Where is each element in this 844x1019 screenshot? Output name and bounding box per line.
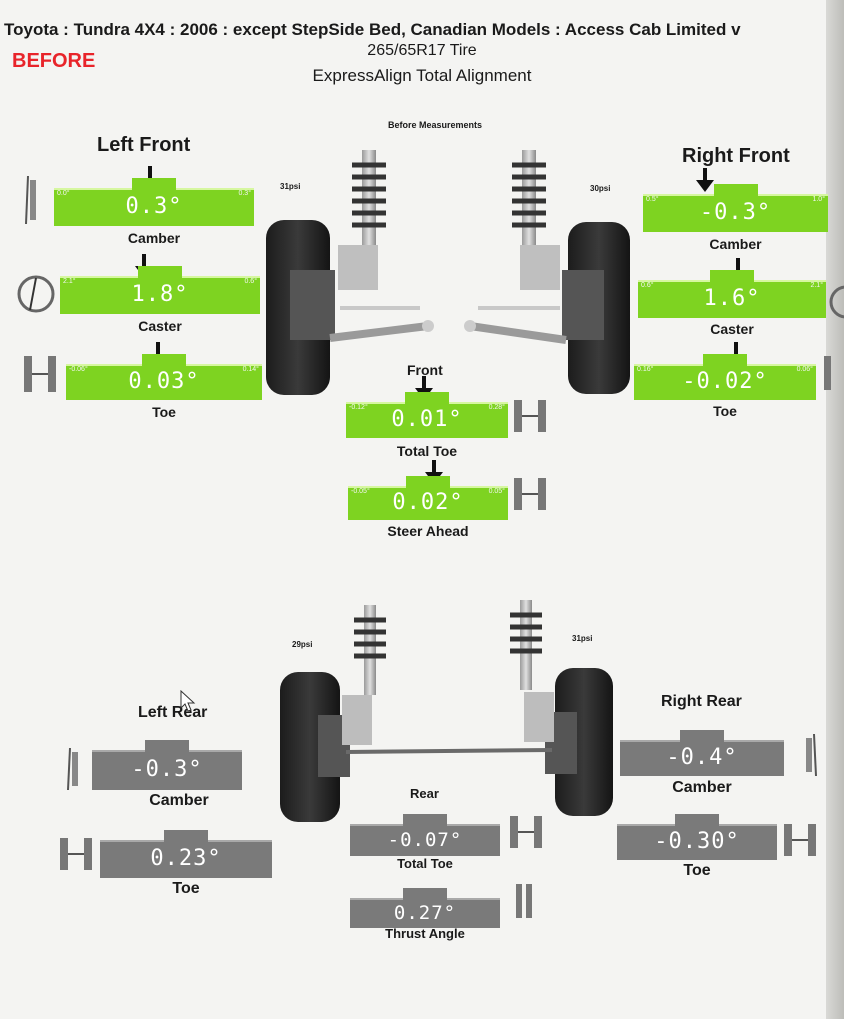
caster-icon [829,285,844,319]
mouse-cursor-icon [180,690,196,712]
right-rear-toe-label: Toe [683,862,711,879]
wheel-icon [266,220,335,395]
monitor-bezel [826,0,844,1019]
rear-axle [280,600,613,822]
vehicle-title: Toyota : Tundra 4X4 : 2006 : except Step… [4,20,741,39]
right-front-camber-label: Camber [709,236,762,252]
rear-total-toe-label: Total Toe [397,856,453,871]
left-front-camber-value: 0.3° [125,194,183,219]
right-rear-toe-value: -0.30° [654,829,740,854]
toe-icon [24,356,56,392]
right-front-title: Right Front [682,145,790,167]
left-rear-toe-label: Toe [172,880,200,897]
wheel-icon [545,668,613,816]
toe-icon [784,824,816,856]
front-total-toe-value: 0.01° [391,407,463,432]
camber-icon [67,747,78,791]
right-rear-camber-value: -0.4° [666,745,738,770]
left-front-toe-min: -0.06° [69,366,88,373]
right-front-pressure: 30psi [590,184,611,193]
right-front-caster-value: 1.6° [703,286,761,311]
tire-size: 265/65R17 Tire [367,42,477,59]
caster-icon [17,275,55,313]
coil-spring-icon [512,150,546,245]
front-total-toe-max: 0.28° [488,404,505,411]
left-front-caster-label: Caster [138,318,182,334]
thrust-angle-gauge[interactable]: 0.27° [350,888,500,928]
front-total-toe-min: -0.12° [349,404,368,411]
steer-ahead-max: 0.05° [488,488,505,495]
toe-icon [510,816,542,848]
right-front-caster-max: 2.1° [810,282,823,289]
rear-total-toe-gauge[interactable]: -0.07° [350,814,500,856]
left-front-camber-label: Camber [127,230,181,246]
left-front-toe-gauge[interactable]: -0.06° 0.14° 0.03° [66,354,262,400]
left-rear-camber-value: -0.3° [131,757,203,782]
left-front-toe-max: 0.14° [242,366,259,373]
right-front-toe-gauge[interactable]: 0.16° 0.06° -0.02° [634,354,816,400]
toe-icon [514,478,546,510]
steer-ahead-min: -0.05° [351,488,370,495]
right-rear-camber-label: Camber [672,779,732,796]
right-front-toe-min: 0.16° [637,366,654,373]
left-front-caster-gauge[interactable]: 2.1° 0.6° 1.8° [60,266,260,314]
coil-spring-icon [352,150,386,245]
wheel-icon [562,222,630,394]
rear-title: Rear [410,786,439,801]
right-rear-toe-gauge[interactable]: -0.30° [617,814,777,860]
right-rear-pressure: 31psi [572,634,593,643]
procedure-title: ExpressAlign Total Alignment [312,66,532,85]
right-front-camber-value: -0.3° [699,200,772,225]
right-front-camber-min: 0.5° [646,196,659,203]
right-front-caster-label: Caster [710,321,754,337]
steer-ahead-label: Steer Ahead [387,523,469,539]
toe-icon [824,356,831,390]
coil-spring-icon [354,605,386,695]
camber-icon [25,175,36,225]
before-badge: BEFORE [12,50,96,72]
left-rear-toe-gauge[interactable]: 0.23° [100,830,272,878]
right-front-caster-gauge[interactable]: 0.6° 2.1° 1.6° [638,270,826,318]
right-rear-title: Right Rear [661,693,742,710]
left-front-toe-value: 0.03° [128,369,200,394]
front-title: Front [407,362,443,378]
front-axle [266,150,630,395]
right-front-camber-max: 1.0° [812,196,825,203]
left-front-caster-min: 2.1° [63,278,76,285]
right-front-caster-min: 0.6° [641,282,654,289]
left-front-camber-max: 0.3° [238,190,251,197]
coil-spring-icon [510,600,542,690]
front-total-toe-gauge[interactable]: -0.12° 0.28° 0.01° [346,392,508,438]
toe-icon [516,884,532,918]
thrust-angle-value: 0.27° [393,901,457,924]
left-front-title: Left Front [97,134,191,156]
left-front-camber-gauge[interactable]: 0.0° 0.3° 0.3° [54,178,254,226]
toe-icon [514,400,546,432]
toe-icon [60,838,92,870]
left-front-pressure: 31psi [280,182,301,191]
right-front-toe-label: Toe [713,403,737,419]
left-front-toe-label: Toe [152,404,176,420]
right-front-camber-gauge[interactable]: 0.5° 1.0° -0.3° [643,184,828,232]
left-rear-camber-label: Camber [149,792,209,809]
wheel-icon [280,672,350,822]
steer-ahead-value: 0.02° [392,490,464,515]
front-total-toe-label: Total Toe [396,443,458,459]
left-rear-camber-gauge[interactable]: -0.3° [92,740,242,790]
measurements-heading: Before Measurements [388,120,483,130]
right-front-toe-value: -0.02° [682,369,768,394]
left-front-camber-min: 0.0° [57,190,70,197]
left-front-caster-max: 0.6° [244,278,257,285]
left-front-caster-value: 1.8° [131,282,189,307]
rear-total-toe-value: -0.07° [387,828,463,851]
thrust-angle-label: Thrust Angle [385,926,465,941]
left-rear-pressure: 29psi [292,640,313,649]
left-rear-toe-value: 0.23° [150,846,222,871]
camber-icon [806,733,817,777]
steer-ahead-gauge[interactable]: -0.05° 0.05° 0.02° [348,476,508,520]
right-rear-camber-gauge[interactable]: -0.4° [620,730,784,776]
right-front-toe-max: 0.06° [796,366,813,373]
